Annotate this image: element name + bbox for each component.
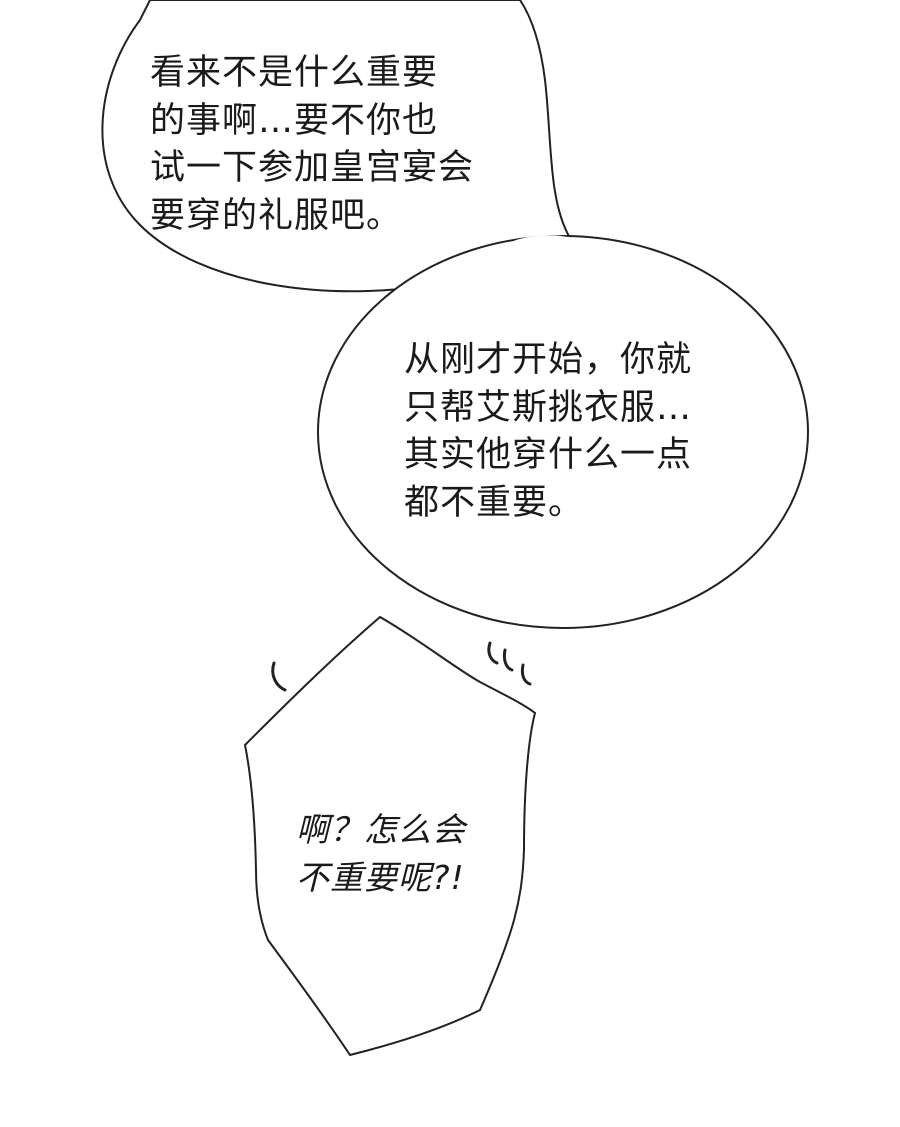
shout-bubble-text: 啊？怎么会 不重要呢?! (296, 806, 466, 901)
sweat-marks (271, 641, 532, 692)
text-line: 要穿的礼服吧。 (150, 195, 403, 236)
text-line: 不重要呢?! (296, 857, 465, 897)
text-line: 试一下参加皇宫宴会 (150, 148, 475, 188)
text-line: 其实他穿什么一点 (404, 435, 693, 475)
text-line: 看来不是什么重要 (150, 53, 439, 93)
text-line: 的事啊…要不你也 (150, 100, 439, 141)
text-line: 只帮艾斯挑衣服… (404, 387, 693, 428)
speech-bubble-1-text: 看来不是什么重要 的事啊…要不你也 试一下参加皇宫宴会 要穿的礼服吧。 (150, 50, 474, 240)
speech-bubble-2-outline (317, 235, 809, 629)
text-line: 啊？怎么会 (296, 810, 466, 849)
shout-bubble-outline (243, 615, 537, 1057)
text-line: 从刚才开始，你就 (404, 340, 693, 380)
text-line: 都不重要。 (404, 482, 585, 523)
speech-bubble-2-text: 从刚才开始，你就 只帮艾斯挑衣服… 其实他穿什么一点 都不重要。 (404, 337, 692, 527)
